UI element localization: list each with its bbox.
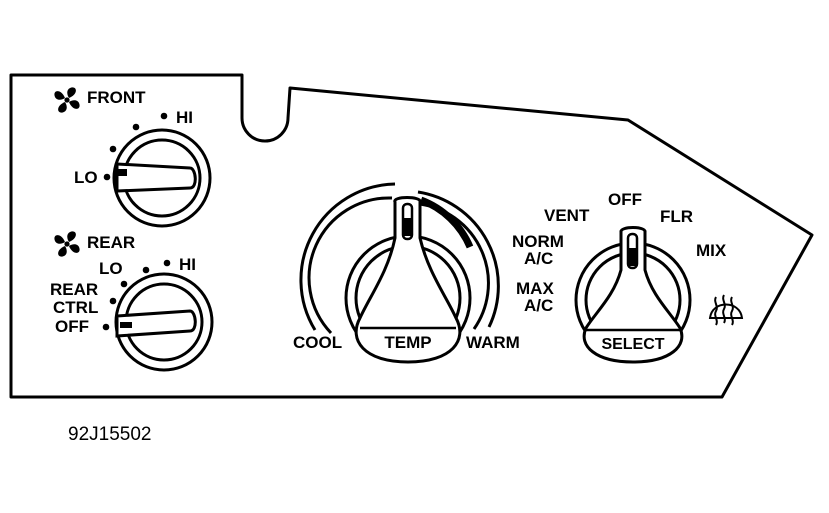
rear-blower-dots (102, 259, 171, 331)
rear-fan-icon (54, 231, 80, 257)
select-mix-label: MIX (696, 241, 727, 260)
rear-blower-title: REAR (87, 233, 135, 252)
front-blower-dots (103, 112, 168, 181)
rear-blower-hi-label: HI (179, 255, 196, 274)
front-blower-lo-label: LO (74, 168, 98, 187)
rear-blower-rear-label: REAR (50, 280, 98, 299)
select-flr-label: FLR (660, 207, 693, 226)
front-blower-knob[interactable] (112, 128, 212, 228)
figure-reference: 92J15502 (68, 424, 151, 445)
front-fan-icon (54, 87, 80, 113)
rear-blower-knob[interactable] (114, 272, 214, 372)
defrost-icon (708, 294, 744, 326)
select-off-label: OFF (608, 190, 642, 209)
temp-warm-label: WARM (466, 333, 520, 352)
temp-warm-gradient-arc (419, 196, 474, 249)
front-blower-title: FRONT (87, 88, 146, 107)
rear-blower-lo-label: LO (99, 259, 123, 278)
select-knob[interactable] (574, 226, 692, 364)
select-max-ac-label: A/C (524, 296, 553, 315)
select-max-label: MAX (516, 279, 554, 298)
temp-cool-label: COOL (293, 333, 342, 352)
temp-knob[interactable] (344, 196, 472, 364)
temp-knob-label: TEMP (384, 333, 431, 352)
rear-blower-off-label: OFF (55, 317, 89, 336)
front-blower-hi-label: HI (176, 108, 193, 127)
select-knob-label: SELECT (601, 336, 664, 353)
rear-blower-ctrl-label: CTRL (53, 298, 98, 317)
select-norm-label: NORM (512, 232, 564, 251)
select-vent-label: VENT (544, 206, 590, 225)
select-norm-ac-label: A/C (524, 249, 553, 268)
